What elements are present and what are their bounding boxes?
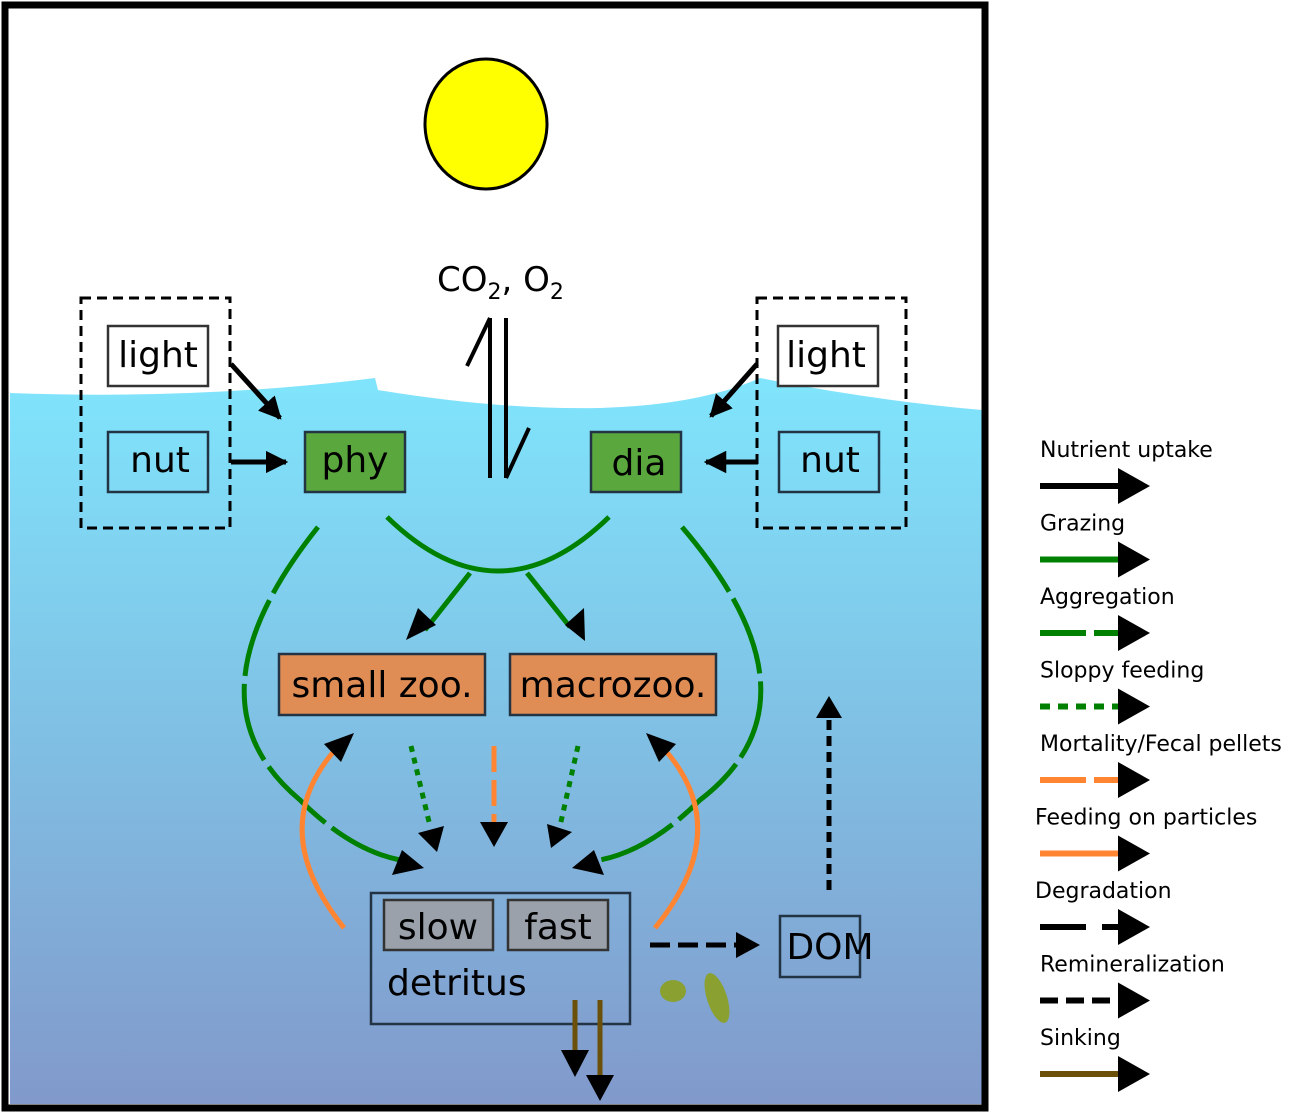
- feeding-on-particles-arrowheads: [324, 733, 676, 762]
- legend-label: Aggregation: [1040, 585, 1175, 610]
- slow-pool-label: slow: [398, 907, 478, 948]
- water-body: [10, 378, 982, 1104]
- legend-arrowhead: [1118, 835, 1150, 872]
- dia-box: [589, 430, 683, 494]
- legend-label: Feeding on particles: [1035, 806, 1257, 831]
- legend-arrowhead: [1118, 909, 1150, 945]
- right-light-label: light: [786, 335, 866, 376]
- dom-label: DOM: [786, 927, 873, 968]
- grazing-arrows: [385, 515, 611, 632]
- sun-icon: [423, 57, 549, 191]
- legend-label: Mortality/Fecal pellets: [1040, 732, 1282, 757]
- legend-arrowhead: [1118, 688, 1150, 725]
- grazing-arrowheads: [406, 608, 585, 641]
- small-zoo-label: small zoo.: [291, 665, 472, 706]
- phy-label: phy: [322, 440, 389, 481]
- legend-arrowhead: [1118, 982, 1150, 1019]
- legend-arrowhead: [1118, 615, 1150, 651]
- remineralization-arrowhead: [816, 696, 842, 718]
- frame-border: [1, 1, 989, 1112]
- macrozoo-label: macrozoo.: [520, 665, 707, 706]
- gas-exchange-label: CO2, O2: [437, 260, 564, 305]
- legend-arrowhead: [1118, 762, 1150, 798]
- left-light-label: light: [118, 335, 198, 376]
- legend-label: Degradation: [1035, 879, 1172, 904]
- macrozoo-box: [508, 652, 718, 717]
- feeding-on-particles-arrows: [299, 748, 701, 930]
- dia-label: dia: [612, 443, 667, 484]
- left-nut-label: nut: [130, 440, 190, 481]
- detritus-label: detritus: [387, 963, 527, 1004]
- sinking-arrows: [572, 1000, 603, 1075]
- legend-label: Nutrient uptake: [1040, 438, 1213, 463]
- sloppy-feeding-arrowheads: [418, 824, 572, 852]
- detritus-box: [369, 891, 632, 1026]
- gas-exchange-arrows: [465, 317, 531, 479]
- particle-blob: [704, 973, 730, 1023]
- legend-label: Grazing: [1040, 512, 1125, 537]
- phy-box: [303, 430, 407, 494]
- degradation-arrowhead: [736, 932, 760, 958]
- left-nut-box: [106, 430, 210, 494]
- legend-label: Sinking: [1040, 1026, 1121, 1051]
- left-input-group: [79, 296, 232, 530]
- legend-arrowhead: [1118, 1056, 1150, 1092]
- right-nut-label: nut: [800, 440, 860, 481]
- particle-blob: [660, 980, 686, 1002]
- legend-arrowhead: [1118, 541, 1150, 578]
- dom-box: [778, 914, 862, 979]
- mortality-arrowhead: [480, 822, 508, 847]
- legend-label: Sloppy feeding: [1040, 659, 1204, 684]
- small-zoo-box: [277, 652, 487, 717]
- slow-pool-box: [382, 898, 495, 952]
- right-nut-box: [777, 430, 881, 494]
- right-input-group: [755, 296, 908, 530]
- aggregation-arrowheads: [392, 850, 604, 875]
- fast-pool-label: fast: [524, 907, 592, 948]
- legend-arrowhead: [1118, 468, 1150, 504]
- sloppy-feeding-arrows: [408, 745, 581, 827]
- legend: Nutrient uptakeGrazingAggregationSloppy …: [1035, 438, 1282, 1092]
- sinking-arrowheads: [561, 1050, 614, 1101]
- nutrient-uptake-arrows: [229, 362, 759, 474]
- aggregation-arrows: [241, 525, 764, 863]
- fast-pool-box: [506, 898, 610, 952]
- left-light-box: [106, 324, 210, 388]
- right-light-box: [776, 324, 880, 388]
- legend-label: Remineralization: [1040, 953, 1225, 978]
